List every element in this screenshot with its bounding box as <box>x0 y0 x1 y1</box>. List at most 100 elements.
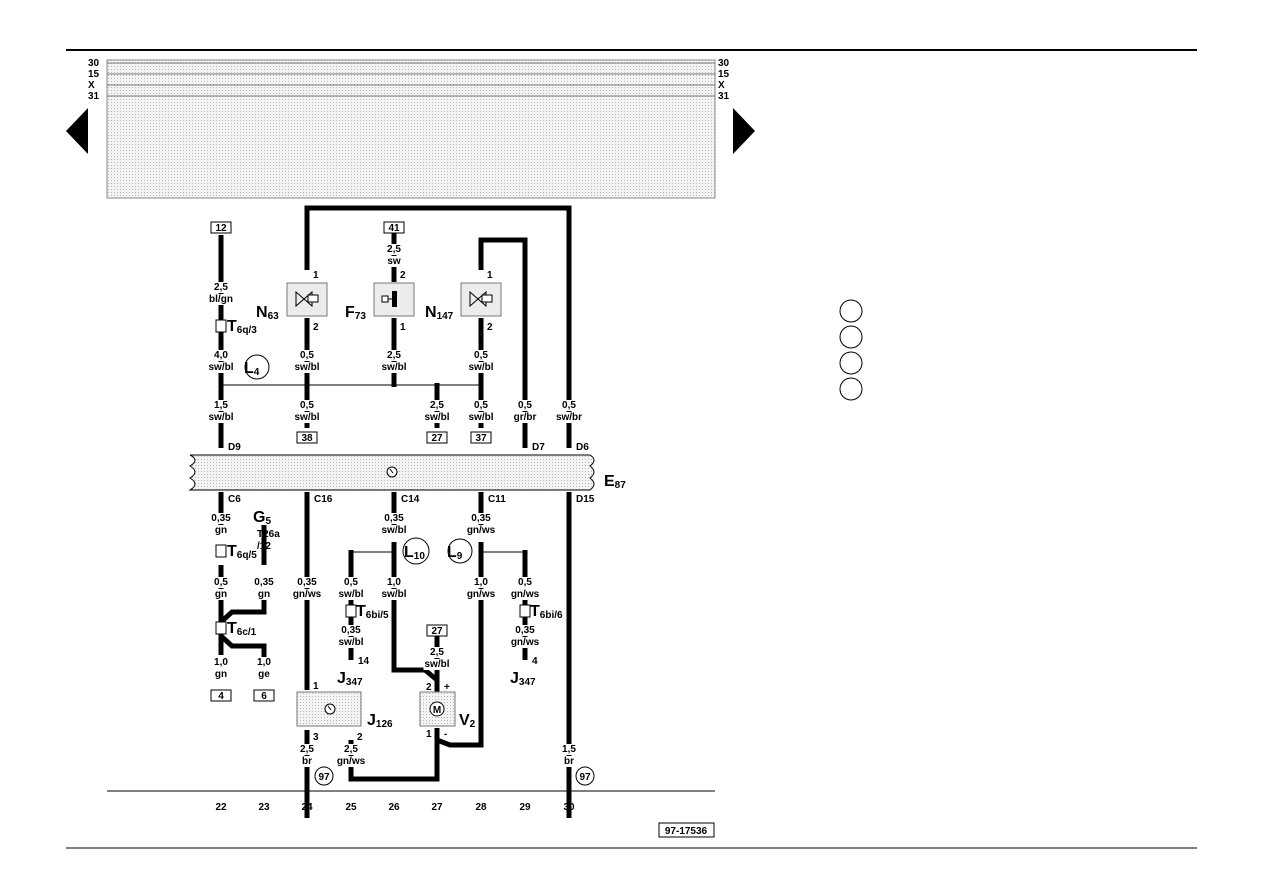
label-e87: E87 <box>604 473 626 491</box>
wire-size: 0,5 <box>214 577 228 588</box>
label-backdrop <box>561 400 578 411</box>
wire-size: 0,5 <box>300 400 314 411</box>
pin-d15: D15 <box>576 494 595 505</box>
label-backdrop <box>213 589 229 600</box>
wire-size: 0,35 <box>254 577 274 588</box>
power-rails: 30 15 X 31 30 15 X 31 <box>88 58 730 199</box>
label-backdrop <box>256 589 272 600</box>
label-backdrop <box>473 400 490 411</box>
label-backdrop <box>554 412 584 423</box>
wire-labels: 2,5 bl/gn 2,5 sw 4,0 sw/bl 0,5 sw/bl 2,5… <box>207 244 584 767</box>
svg-text:T6bi/6: T6bi/6 <box>530 603 563 621</box>
wire-size: 2,5 <box>300 744 314 755</box>
wire-color: sw/bl <box>424 659 449 670</box>
label-backdrop <box>299 350 316 361</box>
label-backdrop <box>299 744 316 755</box>
label-backdrop <box>213 525 229 536</box>
label-n63: N63 <box>256 304 279 322</box>
label-backdrop <box>213 400 230 411</box>
wire-color: sw/bl <box>468 362 493 373</box>
prev-page-arrow-icon[interactable] <box>66 108 88 154</box>
label-backdrop <box>383 513 406 524</box>
connector-t6bi6: T6bi/6 <box>519 603 563 621</box>
wire-color: gn/ws <box>511 637 540 648</box>
wire-color: sw/bl <box>338 637 363 648</box>
label-backdrop <box>257 669 272 680</box>
svg-text:T6bi/5: T6bi/5 <box>356 603 389 621</box>
footer-code-box <box>658 822 715 838</box>
label-backdrop <box>299 400 316 411</box>
wire-size: 0,35 <box>341 625 361 636</box>
wire-size: 0,5 <box>474 400 488 411</box>
wire-color: br <box>564 756 574 767</box>
legend-circles <box>839 299 863 401</box>
label-backdrop <box>465 589 497 600</box>
rail-label-x-right: X <box>718 80 725 91</box>
rail-label-31-right: 31 <box>718 91 730 102</box>
label-backdrop <box>213 350 230 361</box>
wire-size: 2,5 <box>430 400 444 411</box>
connector-t6bi5: T6bi/5 <box>345 603 389 621</box>
valve-n147 <box>460 282 502 317</box>
wire-size: 0,35 <box>471 513 491 524</box>
wire-color: sw/bl <box>294 412 319 423</box>
label-backdrop <box>512 412 538 423</box>
rail-label-15-right: 15 <box>718 69 730 80</box>
wire-size: 0,35 <box>297 577 317 588</box>
label-backdrop <box>509 637 541 648</box>
column-number: 22 <box>215 802 227 813</box>
label-backdrop <box>380 525 408 536</box>
wire-color: sw <box>387 256 401 267</box>
label-backdrop <box>291 589 323 600</box>
wire-color: gn <box>215 525 227 536</box>
label-backdrop <box>509 589 541 600</box>
next-page-arrow-icon[interactable] <box>733 108 755 154</box>
switch-f73 <box>373 282 415 317</box>
ref-box-27-top: 27 <box>431 433 443 444</box>
wire-color: gr/br <box>514 412 537 423</box>
wire-size: 1,0 <box>214 657 228 668</box>
footer-code: 97-17536 <box>665 826 708 837</box>
column-number: 26 <box>388 802 400 813</box>
label-backdrop <box>517 577 534 588</box>
pin-n147-1: 1 <box>487 270 493 281</box>
wire-color: sw/bl <box>468 412 493 423</box>
wire-size: 4,0 <box>214 350 228 361</box>
label-j347-a: J347 <box>337 670 363 688</box>
label-backdrop <box>335 756 367 767</box>
label-backdrop <box>386 256 402 267</box>
earth-point-l10: L10 <box>402 537 430 565</box>
pin-v2-plus: + <box>444 682 450 693</box>
wire-color: br <box>302 756 312 767</box>
label-backdrop <box>423 412 451 423</box>
label-backdrop <box>213 577 230 588</box>
ref-box-4: 4 <box>218 691 224 702</box>
label-backdrop <box>465 525 497 536</box>
label-g5-connector: T26a <box>257 529 280 540</box>
label-g5: G5 <box>253 509 271 527</box>
column-number: 25 <box>345 802 357 813</box>
ref-box-27-bottom: 27 <box>431 626 443 637</box>
label-backdrop <box>514 625 537 636</box>
label-backdrop <box>467 412 495 423</box>
wire-size: 0,5 <box>474 350 488 361</box>
wire-n63-to-d6 <box>304 205 572 448</box>
label-backdrop <box>301 756 314 767</box>
label-backdrop <box>563 756 576 767</box>
wire-size: 2,5 <box>387 350 401 361</box>
wire-color: gn/ws <box>337 756 366 767</box>
rail-label-x-left: X <box>88 80 95 91</box>
wire-color: sw/bl <box>208 362 233 373</box>
ground-point-97-a: 97 <box>314 766 334 786</box>
wire-size: 0,5 <box>344 577 358 588</box>
label-backdrop <box>429 400 446 411</box>
column-number: 27 <box>431 802 443 813</box>
rail-label-30-right: 30 <box>718 58 730 69</box>
svg-text:L9: L9 <box>447 544 463 562</box>
ground-point-97-b: 97 <box>575 766 595 786</box>
pin-c14: C14 <box>401 494 420 505</box>
label-backdrop <box>213 669 229 680</box>
connector-t6q5: T6q/5 <box>215 543 257 561</box>
wire-color: sw/bl <box>381 525 406 536</box>
label-backdrop <box>337 589 365 600</box>
